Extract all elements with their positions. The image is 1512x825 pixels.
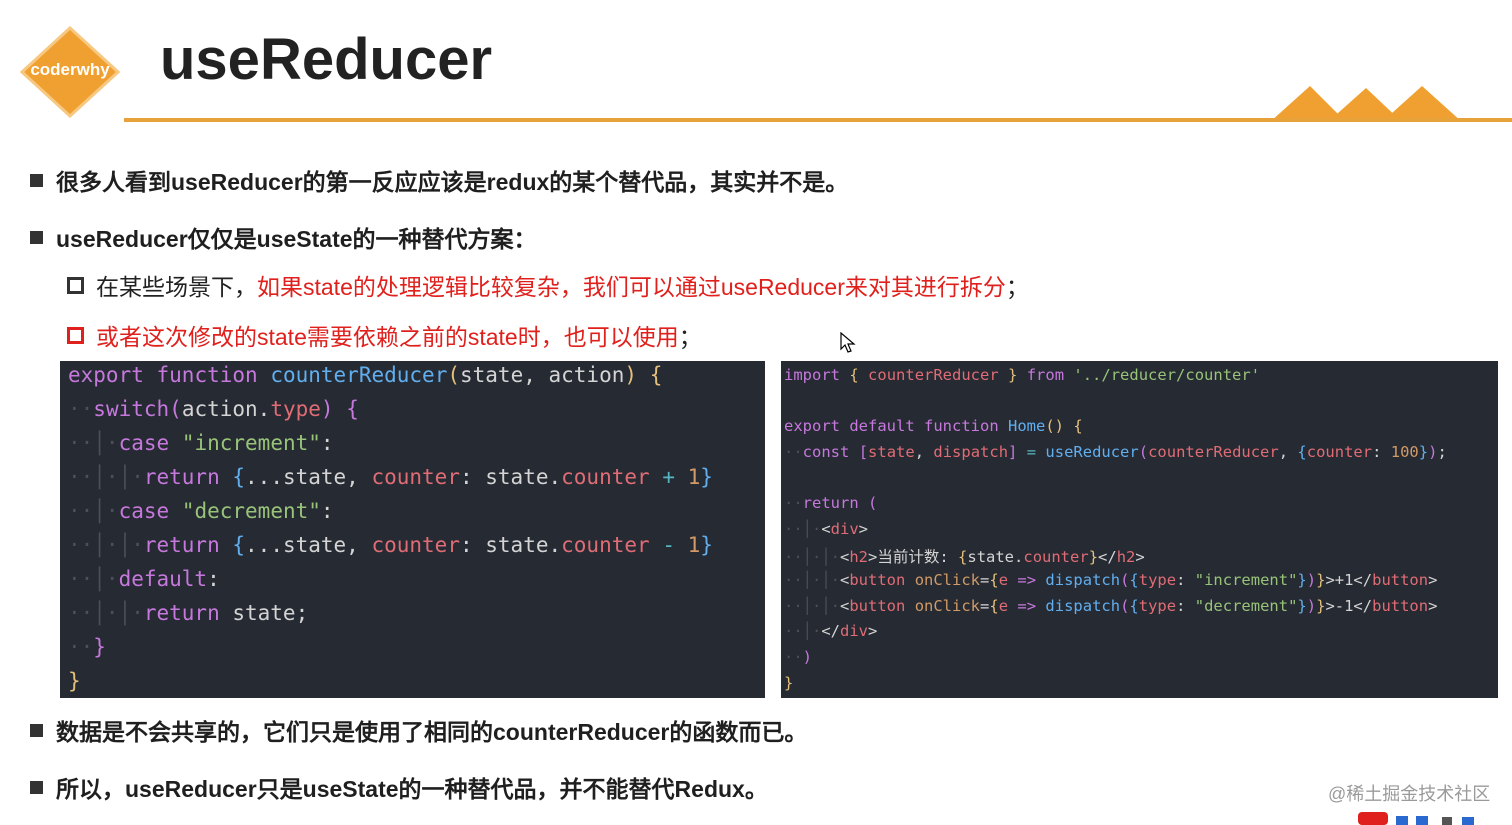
code-line: ··│·│·return {...state, counter: state.c…: [68, 533, 713, 557]
code-line: ··): [784, 648, 813, 666]
code-line: ··}: [68, 635, 106, 659]
code-line: ··│·</div>: [784, 622, 878, 640]
mouse-pointer-icon: [840, 332, 856, 353]
bullet-2-text: useReducer仅仅是useState的一种替代方案：: [56, 226, 537, 252]
square-bullet-icon: [30, 230, 43, 244]
sub-bullet-1: 在某些场景下， 如果state的处理逻辑比较复杂，我们可以通过useReduce…: [67, 268, 1029, 302]
bullet-4: 所以，useReducer只是useState的一种替代品，并不能替代Redux…: [30, 770, 768, 804]
logo-text: coderwhy: [30, 60, 110, 79]
bullet-2: useReducer仅仅是useState的一种替代方案：: [30, 220, 537, 254]
sub-bullet-2: 或者这次修改的state需要依赖之前的state时，也可以使用 ；: [67, 318, 702, 352]
square-bullet-icon: [30, 723, 43, 737]
code-line: ··│·case "increment":: [68, 431, 334, 455]
sub-bullet-1-red: 如果state的处理逻辑比较复杂，我们可以通过useReducer来对其进行拆分: [257, 274, 1006, 300]
square-bullet-icon: [30, 173, 43, 187]
code-line: ··│·<div>: [784, 520, 869, 538]
sub-bullet-2-red: 或者这次修改的state需要依赖之前的state时，也可以使用: [96, 324, 679, 350]
code-line: ··│·case "decrement":: [68, 499, 334, 523]
code-line: ··const [state, dispatch] = useReducer(c…: [784, 443, 1447, 461]
code-line: export function counterReducer(state, ac…: [68, 363, 663, 387]
code-line: ··│·│·return {...state, counter: state.c…: [68, 465, 713, 489]
code-line: export default function Home() {: [784, 417, 1083, 435]
reducer-code-block: export function counterReducer(state, ac…: [60, 361, 765, 698]
sub-bullet-2-end: ；: [678, 324, 702, 350]
code-line: }: [784, 674, 794, 692]
coderwhy-logo: coderwhy: [20, 26, 120, 118]
mountain-decoration: [1270, 86, 1462, 122]
code-line: }: [68, 669, 81, 693]
bullet-4-text: 所以，useReducer只是useState的一种替代品，并不能替代Redux…: [56, 776, 768, 802]
hollow-square-icon: [67, 326, 84, 344]
home-component-code-block: import { counterReducer } from '../reduc…: [781, 361, 1498, 698]
bullet-3-text: 数据是不会共享的，它们只是使用了相同的counterReducer的函数而已。: [56, 719, 808, 745]
code-line: ··│·│·<h2>当前计数: {state.counter}</h2>: [784, 548, 1145, 566]
code-line: ··│·│·return state;: [68, 601, 309, 625]
bullet-3: 数据是不会共享的，它们只是使用了相同的counterReducer的函数而已。: [30, 713, 807, 747]
code-line: ··│·│·<button onClick={e => dispatch({ty…: [784, 597, 1438, 615]
code-line: ··│·default:: [68, 567, 220, 591]
code-line: ··│·│·<button onClick={e => dispatch({ty…: [784, 571, 1438, 589]
code-line: import { counterReducer } from '../reduc…: [784, 366, 1261, 384]
watermark: @稀土掘金技术社区: [1328, 784, 1491, 804]
code-line: ··return (: [784, 494, 878, 512]
slide-title: useReducer: [160, 27, 493, 92]
bullet-1-text: 很多人看到useReducer的第一反应应该是redux的某个替代品，其实并不是…: [56, 169, 849, 195]
code-line: ··switch(action.type) {: [68, 397, 359, 421]
bullet-1: 很多人看到useReducer的第一反应应该是redux的某个替代品，其实并不是…: [30, 163, 848, 197]
sub-bullet-1-end: ；: [1005, 274, 1029, 300]
square-bullet-icon: [30, 780, 43, 794]
hollow-square-icon: [67, 276, 84, 294]
sub-bullet-1-black: 在某些场景下，: [96, 274, 257, 300]
tray-icons: [1358, 812, 1474, 825]
title-underline: [124, 118, 1512, 122]
